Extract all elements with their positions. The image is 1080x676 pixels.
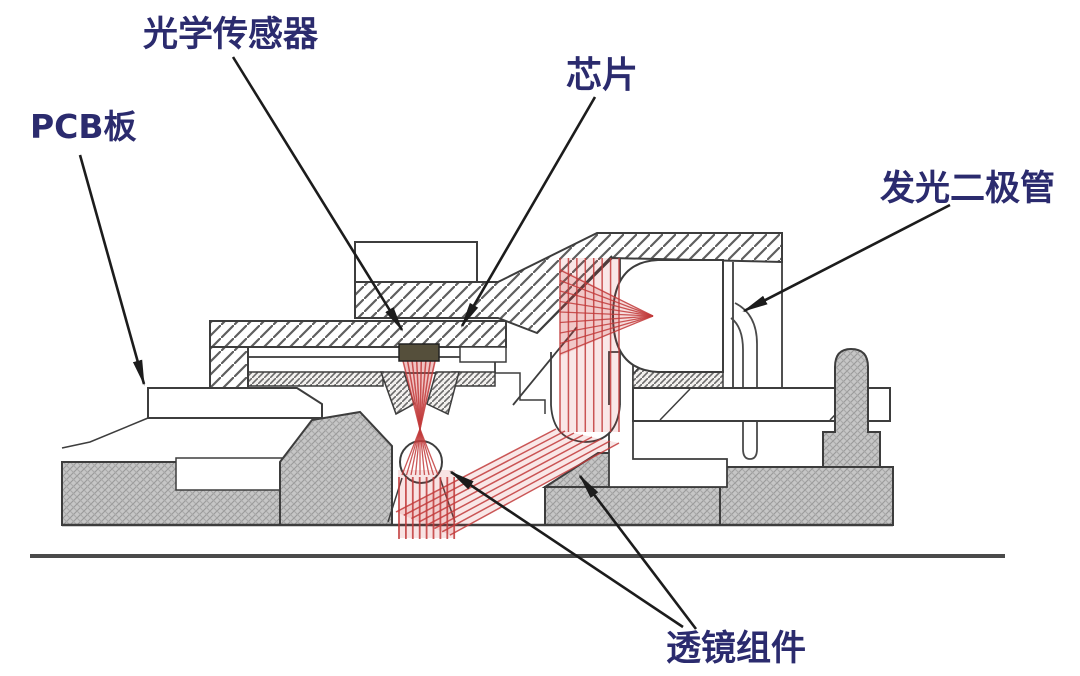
optical-sensor-die	[398, 343, 440, 362]
pcb-board-shape	[147, 387, 323, 419]
leader-chip	[460, 96, 597, 328]
right-mount	[632, 347, 891, 468]
label-lens-assembly: 透镜组件	[666, 629, 806, 669]
label-chip: 芯片	[566, 55, 638, 96]
leader-led	[742, 203, 951, 313]
chip-package-box	[354, 241, 478, 283]
led-lead-wire	[730, 302, 758, 460]
pcb-assembly	[61, 320, 546, 449]
lens-focus-fan	[401, 428, 439, 476]
sensor-receive-beam	[402, 360, 436, 430]
surface-illumination-beam	[395, 428, 620, 536]
leader-lens-2	[578, 474, 698, 630]
leader-optical-sensor	[231, 56, 404, 332]
sensor-clamp-bar	[209, 320, 507, 348]
mouse-base	[61, 410, 894, 527]
leader-lens-1	[449, 470, 684, 629]
label-led: 发光二极管	[880, 169, 1055, 209]
led-emission-fan	[559, 269, 654, 355]
guide-vertical-beam	[559, 258, 620, 432]
base-post	[822, 347, 881, 468]
light-rays	[395, 258, 654, 539]
leader-lines	[78, 56, 951, 630]
label-pcb-board: PCB板	[30, 107, 137, 146]
leader-pcb	[78, 154, 146, 386]
sensor-aperture-right-wall	[426, 371, 460, 416]
label-optical-sensor: 光学传感器	[143, 14, 319, 55]
led-dome	[611, 259, 724, 373]
